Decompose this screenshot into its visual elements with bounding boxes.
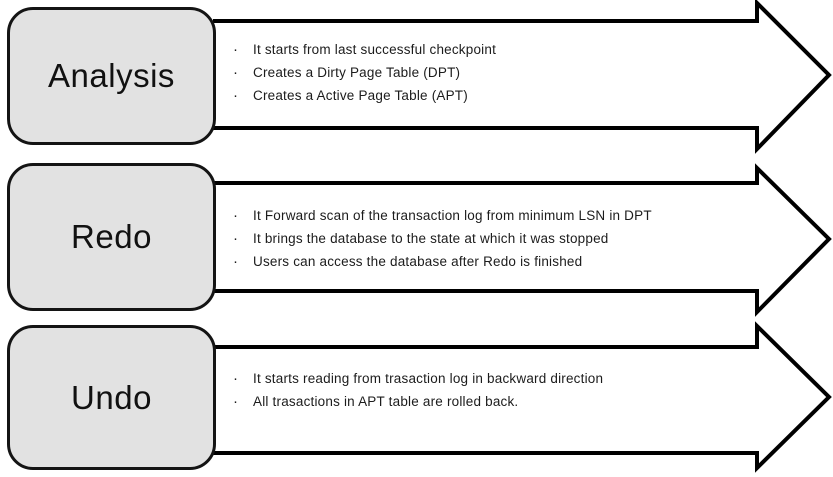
phase-box-undo: Undo (7, 325, 216, 470)
arrow-shape (213, 163, 832, 317)
bullet-item: · It Forward scan of the transaction log… (233, 204, 808, 227)
bullet-text: Users can access the database after Redo… (253, 254, 583, 269)
arrow-shape (213, 321, 832, 473)
bullet-text: Creates a Active Page Table (APT) (253, 88, 468, 103)
bullet-dot: · (233, 64, 239, 81)
bullet-item: · It starts from last successful checkpo… (233, 38, 808, 61)
bullet-text: It brings the database to the state at w… (253, 231, 609, 246)
bullet-dot: · (233, 230, 239, 247)
bullet-dot: · (233, 41, 239, 58)
phase-section-analysis: Analysis · It starts from last successfu… (0, 0, 833, 160)
phase-box-redo: Redo (7, 163, 216, 311)
bullet-dot: · (233, 370, 239, 387)
bullet-text: It starts reading from trasaction log in… (253, 371, 604, 386)
phase-label: Undo (71, 378, 152, 416)
phase-label: Analysis (48, 57, 175, 94)
bullet-text: All trasactions in APT table are rolled … (253, 394, 519, 409)
bullet-text: It starts from last successful checkpoin… (253, 42, 497, 57)
bullet-dot: · (233, 393, 239, 410)
bullet-item: · It brings the database to the state at… (233, 227, 808, 250)
bullet-list: · It starts reading from trasaction log … (233, 367, 808, 413)
bullet-text: Creates a Dirty Page Table (DPT) (253, 65, 461, 80)
bullet-item: · Creates a Dirty Page Table (DPT) (233, 61, 808, 84)
bullet-list: · It starts from last successful checkpo… (233, 38, 808, 107)
bullet-text: It Forward scan of the transaction log f… (253, 208, 652, 223)
bullet-dot: · (233, 87, 239, 104)
phase-box-analysis: Analysis (7, 7, 216, 145)
bullet-list: · It Forward scan of the transaction log… (233, 204, 808, 273)
arrow-shape (213, 0, 832, 154)
bullet-item: · Users can access the database after Re… (233, 250, 808, 273)
bullet-dot: · (233, 253, 239, 270)
bullet-item: · All trasactions in APT table are rolle… (233, 390, 808, 413)
bullet-item: · It starts reading from trasaction log … (233, 367, 808, 390)
phase-section-undo: Undo · It starts reading from trasaction… (0, 320, 833, 477)
bullet-item: · Creates a Active Page Table (APT) (233, 84, 808, 107)
phase-section-redo: Redo · It Forward scan of the transactio… (0, 160, 833, 320)
phase-label: Redo (71, 218, 152, 255)
bullet-dot: · (233, 207, 239, 224)
